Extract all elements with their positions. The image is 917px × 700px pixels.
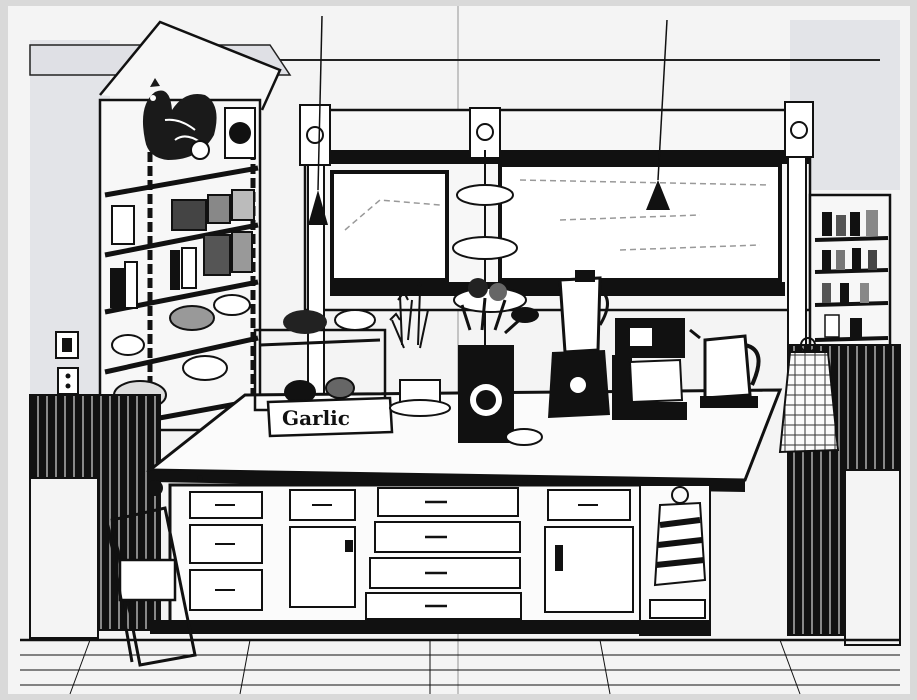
garlic-label: Garlic — [282, 406, 350, 430]
right-counter-edge — [844, 469, 901, 646]
left-counter-edge — [29, 477, 99, 639]
floor — [20, 638, 900, 695]
island-towels — [649, 486, 707, 619]
electric-kettle — [689, 328, 761, 408]
wall-outlets — [55, 331, 79, 395]
hanging-fruit-basket — [452, 150, 527, 350]
right-spice-shelves — [808, 193, 892, 357]
potted-herb — [389, 282, 451, 417]
utensil-crock — [458, 297, 543, 446]
left-shelving-unit — [98, 20, 282, 432]
vegetable-rack: Garlic — [253, 309, 394, 438]
kitchen-window — [299, 101, 814, 408]
blender — [548, 270, 610, 418]
garlic-crate — [266, 396, 394, 438]
rooster-figurine — [142, 78, 217, 160]
coffee-maker — [612, 318, 687, 420]
hanging-towel — [778, 337, 840, 454]
pendant-lamps — [308, 15, 670, 225]
